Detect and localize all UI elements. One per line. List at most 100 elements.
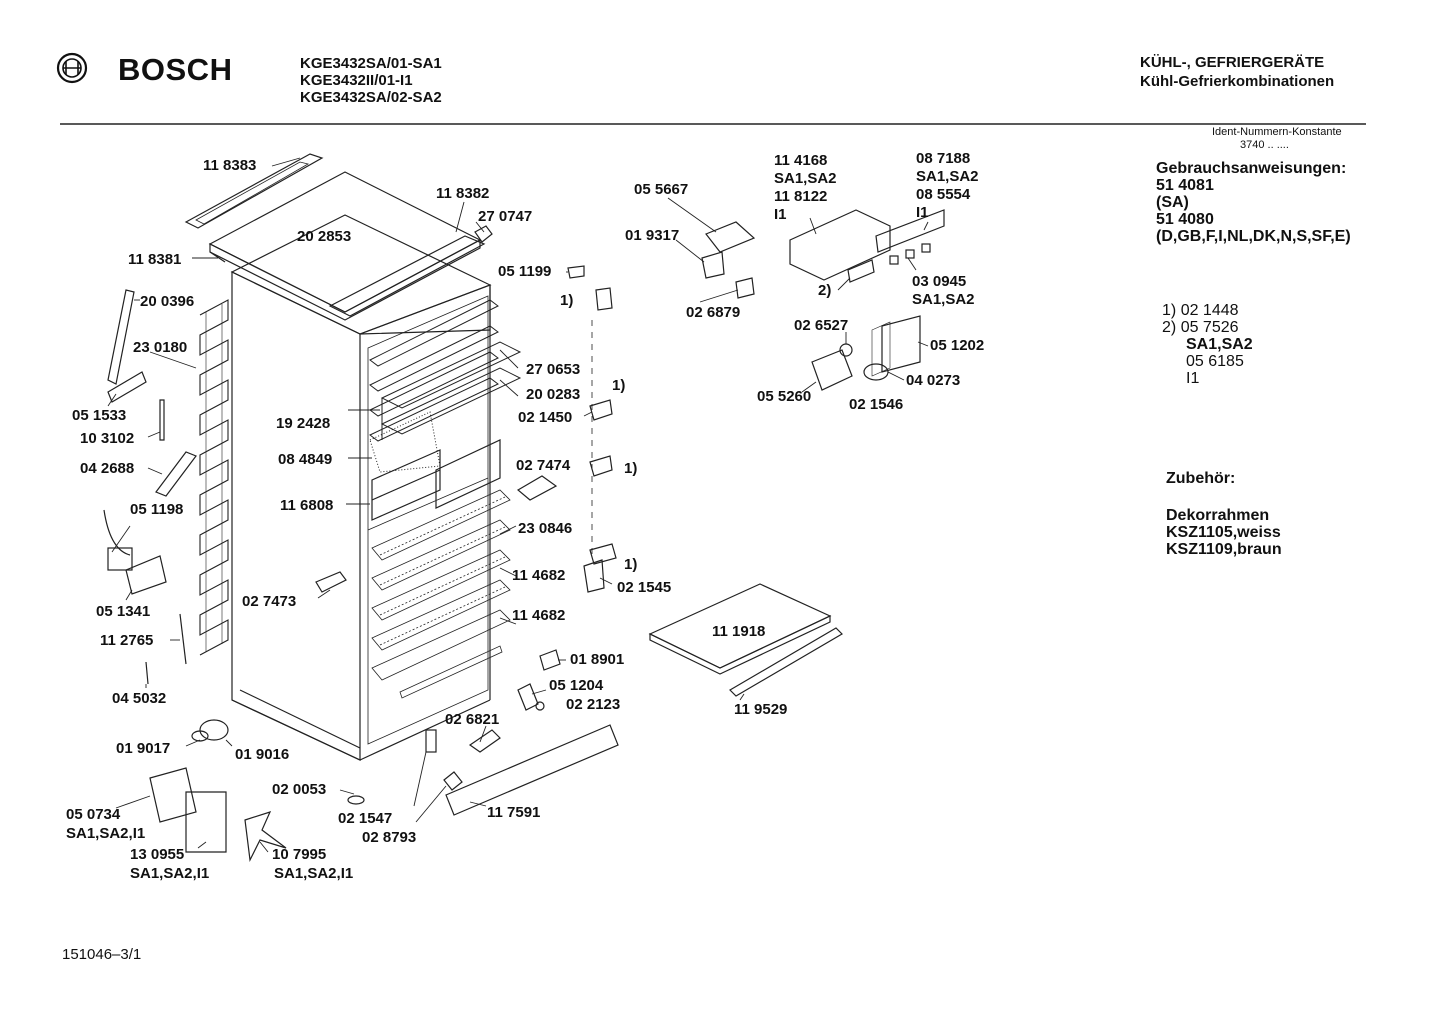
part-label: 02 6821: [445, 711, 500, 728]
part-variant: SA1,SA2: [912, 291, 975, 308]
part-label: 11 1918: [712, 623, 766, 640]
fridge-shelves-drawing: [369, 299, 522, 473]
lamp-housing-drawing: [811, 349, 853, 391]
document-reference: 151046–3/1: [62, 946, 142, 963]
part-label: 03 0945: [912, 273, 967, 290]
part-label: 05 5667: [634, 181, 689, 198]
part-label: 08 7188: [916, 150, 971, 167]
base-grille-drawing: [445, 724, 619, 816]
part-label: 02 8793: [362, 829, 417, 846]
part-label: 20 0283: [526, 386, 581, 403]
footnote-1-value: 02 1448: [1180, 302, 1239, 319]
part-label: 11 9529: [734, 701, 788, 718]
category-title: KÜHL-, GEFRIERGERÄTE: [1140, 54, 1325, 71]
part-label: 02 6879: [686, 304, 741, 321]
freezer-racks-drawing: [371, 489, 511, 699]
part-label: 27 0653: [526, 361, 581, 378]
part-label: 20 0396: [140, 293, 195, 310]
footnote-alt-part: 05 6185: [1186, 353, 1244, 370]
lamp-holder-drawing: [125, 555, 167, 595]
footnote-marker: 2): [818, 282, 832, 299]
part-variant: SA1,SA2,I1: [274, 865, 354, 882]
part-label: 05 1199: [498, 263, 552, 280]
fan-blade-drawing: [244, 811, 287, 863]
part-label: 11 8122: [774, 188, 828, 205]
part-label: 02 7474: [516, 457, 571, 474]
accessory-2: KSZ1105,weiss: [1166, 524, 1281, 541]
footnote-marker: 1): [560, 292, 574, 309]
part-label: 04 5032: [112, 690, 167, 707]
part-label: 27 0747: [478, 208, 533, 225]
foot-drawing: [347, 795, 365, 805]
ident-value: 3740 .. ....: [1240, 139, 1289, 151]
part-label: 01 9317: [625, 227, 680, 244]
part-label: 01 9017: [116, 740, 171, 757]
pin-drawing: [159, 399, 165, 441]
control-panel-drawing: [789, 209, 891, 281]
manual-2-note: (D,GB,F,I,NL,DK,N,S,SF,E): [1156, 228, 1351, 245]
ident-label: Ident-Nummern-Konstante: [1212, 126, 1342, 138]
part-label: 05 1533: [72, 407, 127, 424]
crisper-drawer-drawing: [371, 449, 441, 521]
part-label: 05 0734: [66, 806, 121, 823]
part-label: 05 1202: [930, 337, 985, 354]
part-label: 08 5554: [916, 186, 971, 203]
manuals-block: Gebrauchsanweisungen: 51 4081 (SA) 51 40…: [1156, 160, 1351, 245]
part-label: 01 8901: [570, 651, 625, 668]
manuals-title: Gebrauchsanweisungen:: [1156, 160, 1347, 177]
part-label: 11 4682: [512, 607, 566, 624]
part-label: 08 4849: [278, 451, 333, 468]
part-variant: I1: [774, 206, 787, 223]
part-label: 01 9016: [235, 746, 290, 763]
part-label: 05 1341: [96, 603, 151, 620]
accessory-3: KSZ1109,braun: [1166, 541, 1282, 558]
subcategory-title: Kühl-Gefrierkombinationen: [1140, 73, 1335, 90]
lamp-cover-drawing: [881, 315, 921, 373]
part-label: 11 6808: [280, 497, 334, 514]
accessory-1: Dekorrahmen: [1166, 507, 1270, 524]
footnote-variant: SA1,SA2: [1186, 336, 1253, 353]
accessories-title: Zubehör:: [1166, 470, 1236, 487]
thermostat-probe-drawing: [179, 613, 187, 665]
thermostat-knob-drawing: [705, 221, 756, 253]
part-variant: SA1,SA2: [916, 168, 979, 185]
part-label: 10 3102: [80, 430, 135, 447]
part-label: 02 2123: [566, 696, 621, 713]
footnote-marker: 1): [612, 377, 626, 394]
footnote-marker: 1): [624, 556, 638, 573]
accessories-block: Dekorrahmen KSZ1105,weiss KSZ1109,braun: [1166, 507, 1282, 558]
part-label: 11 8383: [203, 157, 257, 174]
footnote-1-mark: 1): [1162, 302, 1177, 319]
fan-motor-drawing: [185, 791, 227, 853]
footnote-2-mark: 2): [1162, 319, 1177, 336]
model-3: KGE3432SA/02-SA2: [300, 89, 442, 106]
cabinet-side-drawing: [231, 271, 361, 761]
part-label: 11 2765: [100, 632, 154, 649]
handle-drawing: [516, 475, 558, 501]
model-2: KGE3432II/01-I1: [300, 72, 413, 89]
part-label: 11 7591: [487, 804, 541, 821]
part-label: 02 7473: [242, 593, 297, 610]
part-label: 02 1547: [338, 810, 393, 827]
part-label: 10 7995: [272, 846, 327, 863]
part-label: 11 4168: [774, 152, 828, 169]
manual-1: 51 4081: [1156, 177, 1214, 194]
part-label: 23 0180: [133, 339, 188, 356]
condenser-coil-drawing: [199, 299, 229, 656]
part-label: 05 5260: [757, 388, 812, 405]
part-label: 11 8381: [128, 251, 182, 268]
part-label: 04 2688: [80, 460, 135, 477]
part-label: 02 1545: [617, 579, 672, 596]
part-label: 11 8382: [436, 185, 490, 202]
manual-2: 51 4080: [1156, 211, 1214, 228]
part-variant: SA1,SA2,I1: [130, 865, 210, 882]
cable-drawing: [103, 509, 131, 556]
part-label: 23 0846: [518, 520, 573, 537]
part-label: 05 1198: [130, 501, 184, 518]
part-label: 02 0053: [272, 781, 327, 798]
part-variant: SA1,SA2: [774, 170, 837, 187]
manual-1-note: (SA): [1156, 194, 1189, 211]
part-label: 20 2853: [297, 228, 352, 245]
footnote-marker: 1): [624, 460, 638, 477]
